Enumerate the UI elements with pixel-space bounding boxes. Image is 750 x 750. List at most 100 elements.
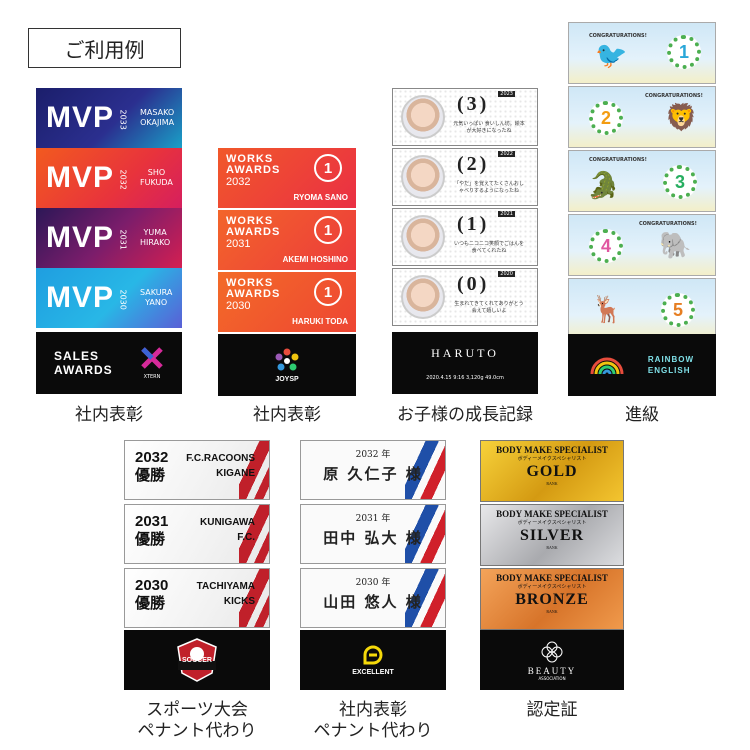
works-name: HARUKI TODA: [292, 317, 348, 326]
mvp-year: 2032: [118, 169, 128, 190]
elephant-icon: 🐘: [659, 231, 692, 261]
baby-photo: [401, 155, 445, 199]
rank-label: GOLD: [526, 463, 578, 480]
caption-mvp: 社内表彰: [75, 405, 143, 425]
baby-photo: [401, 275, 445, 319]
metal-plate-silver: BODY MAKE SPECIALIST ボディーメイクスペシャリスト SILV…: [480, 504, 624, 566]
rainbow-plate: CONGRATURATIONS! 4 🐘: [568, 214, 716, 276]
pennant-stack: 2032 年 原 久仁子 様 2031 年 田中 弘大 様 2030 年 山田 …: [300, 440, 446, 690]
works-name: RYOMA SANO: [293, 193, 348, 202]
joysp-flower-icon: [275, 348, 299, 370]
rank-wreath: 3: [663, 165, 697, 199]
rank-circle: 1: [314, 278, 342, 306]
rank-wreath: 2: [589, 101, 623, 135]
age-number: (3): [457, 93, 490, 115]
sports-year: 2031: [135, 513, 169, 530]
baby-plate: 2023 (3) 元気いっぱい 食いしん坊。絵本が大好きになったね: [392, 88, 538, 146]
sports-year: 2032: [135, 449, 169, 466]
metal-plate-gold: BODY MAKE SPECIALIST ボディーメイクスペシャリスト GOLD…: [480, 440, 624, 502]
mvp-year: 2030: [118, 289, 128, 310]
age-number: (0): [457, 273, 490, 295]
pennant-year: 2030 年: [355, 578, 391, 588]
rainbow-plate: 🦌 5: [568, 278, 716, 340]
rainbow-icon: [590, 357, 624, 375]
pennant-plate: 2030 年 山田 悠人 様: [300, 568, 446, 628]
rainbow-stack: CONGRATURATIONS! 🐦 1 CONGRATURATIONS! 2 …: [568, 22, 716, 398]
works-year: 2031: [226, 238, 251, 250]
works-name: AKEMI HOSHINO: [282, 255, 348, 264]
pennant-name: 山田 悠人 様: [323, 593, 423, 611]
xtern-logo: XTERN: [140, 346, 164, 380]
page-title: ご利用例: [28, 28, 181, 68]
caption-baby: お子様の成長記録: [397, 405, 533, 425]
caption-pennant: 社内表彰ペナント代わり: [313, 700, 433, 741]
xtern-icon: [141, 347, 163, 369]
sports-year: 2030: [135, 577, 169, 594]
rank-circle: 1: [314, 216, 342, 244]
baby-stack: 2023 (3) 元気いっぱい 食いしん坊。絵本が大好きになったね 2022 (…: [392, 88, 538, 398]
beauty-flower-icon: [541, 641, 563, 662]
baby-plate: 2022 (2) 「やだ」を覚えてたくさんおしゃべりするようになったね: [392, 148, 538, 206]
baby-photo: [401, 215, 445, 259]
caption-metal: 認定証: [526, 700, 578, 720]
metal-stack: BODY MAKE SPECIALIST ボディーメイクスペシャリスト GOLD…: [480, 440, 624, 690]
rank-label: SILVER: [519, 527, 585, 544]
works-year: 2030: [226, 300, 251, 312]
baby-photo: [401, 95, 445, 139]
excellent-logo-icon: [363, 645, 383, 665]
mvp-title: MVP: [46, 221, 115, 254]
mvp-year: 2033: [118, 109, 128, 130]
rank-wreath: 4: [589, 229, 623, 263]
pennant-year: 2031 年: [355, 514, 391, 524]
caption-works: 社内表彰: [253, 405, 321, 425]
mvp-title: MVP: [46, 281, 115, 314]
metal-plate-bronze: BODY MAKE SPECIALIST ボディーメイクスペシャリスト BRON…: [480, 568, 624, 630]
pennant-name: 原 久仁子 様: [323, 465, 423, 483]
age-number: (1): [457, 213, 490, 235]
pennant-base: EXCELLENT: [300, 630, 446, 690]
rainbow-plate: CONGRATURATIONS! 🐦 1: [568, 22, 716, 84]
bird-icon: 🐦: [595, 41, 628, 71]
rank-wreath: 1: [667, 35, 701, 69]
pennant-plate: 2032 年 原 久仁子 様: [300, 440, 446, 500]
lion-icon: 🦁: [665, 103, 698, 133]
caption-rainbow: 進級: [625, 405, 659, 425]
rank-wreath: 5: [661, 293, 695, 327]
metal-base: BEAUTY ASSOCIATION: [480, 630, 624, 690]
baby-base: HARUTO 2020.4.15 9:16 3,120g 49.0cm: [392, 332, 538, 394]
deer-icon: 🦌: [591, 295, 624, 325]
pennant-plate: 2031 年 田中 弘大 様: [300, 504, 446, 564]
mvp-year: 2031: [118, 229, 128, 250]
crocodile-icon: 🐊: [587, 171, 620, 201]
caption-sports: スポーツ大会ペナント代わり: [137, 700, 257, 741]
soccer-badge-icon: [177, 638, 217, 682]
age-number: (2): [457, 153, 490, 175]
pennant-year: 2032 年: [355, 450, 391, 460]
works-base: JOYSP: [218, 334, 356, 396]
rainbow-plate: CONGRATURATIONS! 🐊 3: [568, 150, 716, 212]
mvp-title: MVP: [46, 101, 115, 134]
mvp-title: MVP: [46, 161, 115, 194]
works-year: 2032: [226, 176, 251, 188]
rank-label: BRONZE: [515, 591, 589, 608]
baby-plate: 2021 (1) いつもニコニコ笑顔でごはんを食べてくれたね: [392, 208, 538, 266]
